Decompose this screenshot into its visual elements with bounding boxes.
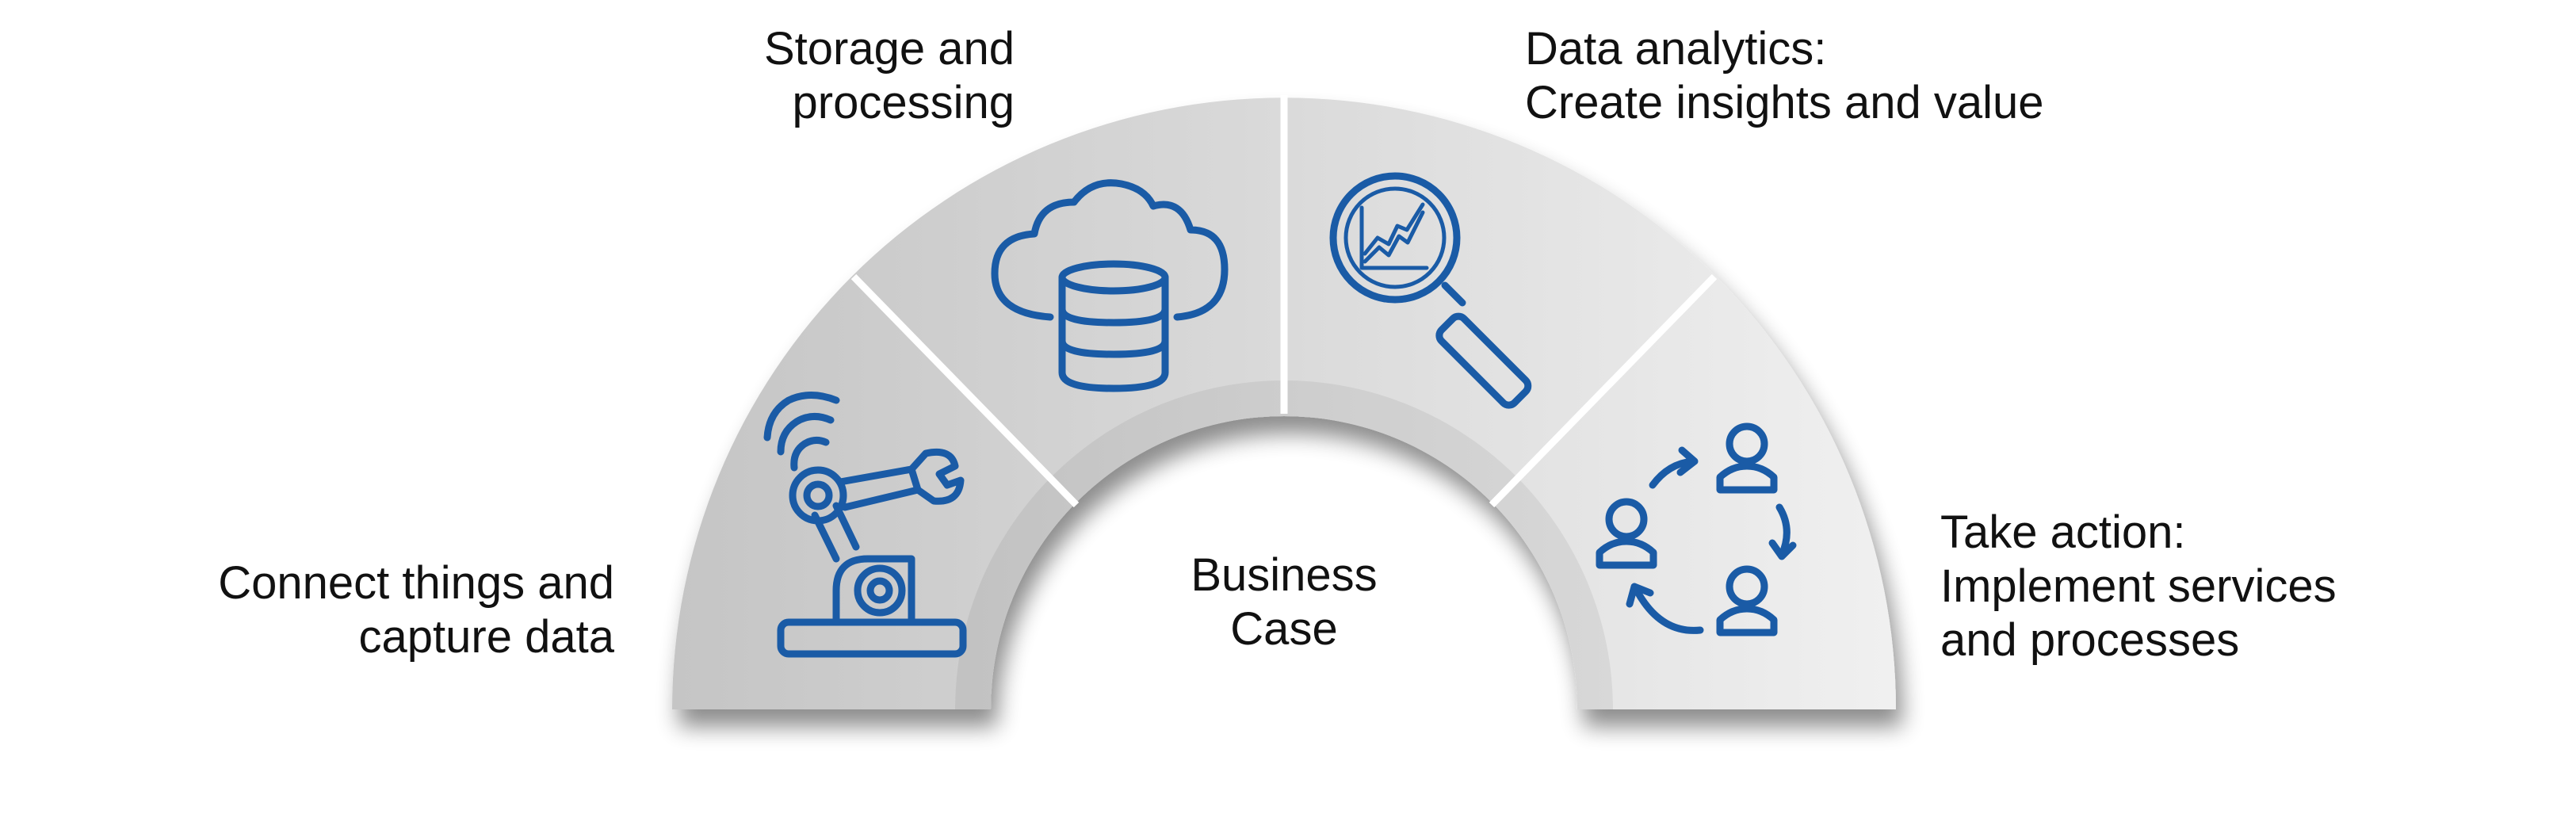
divider-right (1489, 273, 1718, 508)
people-cycle-icon (1596, 422, 1797, 636)
label-action-line1: Take action: (1940, 506, 2186, 558)
label-analytics: Data analytics: Create insights and valu… (1525, 22, 2044, 130)
label-connect-line1: Connect things and (218, 557, 614, 609)
label-action: Take action: Implement services and proc… (1940, 506, 2337, 667)
center-label: Business Case (1126, 549, 1443, 656)
robot-arm-wireless-icon (763, 392, 967, 658)
label-storage: Storage and processing (682, 22, 1015, 130)
label-storage-line1: Storage and (763, 23, 1015, 75)
label-analytics-line1: Data analytics: (1525, 23, 1827, 75)
label-storage-line2: processing (792, 77, 1015, 128)
cloud-database-icon (991, 179, 1229, 392)
magnifier-chart-icon (1329, 172, 1532, 409)
center-label-line2: Case (1230, 603, 1338, 655)
segment-dividers (850, 95, 1718, 508)
center-label-line1: Business (1191, 549, 1378, 601)
arch-inner-shading (955, 380, 1613, 709)
label-connect: Connect things and capture data (143, 556, 614, 664)
label-action-line2: Implement services (1940, 560, 2337, 612)
label-analytics-line2: Create insights and value (1525, 77, 2044, 128)
divider-left (850, 273, 1080, 508)
label-connect-line2: capture data (358, 611, 614, 663)
label-action-line3: and processes (1940, 614, 2240, 666)
